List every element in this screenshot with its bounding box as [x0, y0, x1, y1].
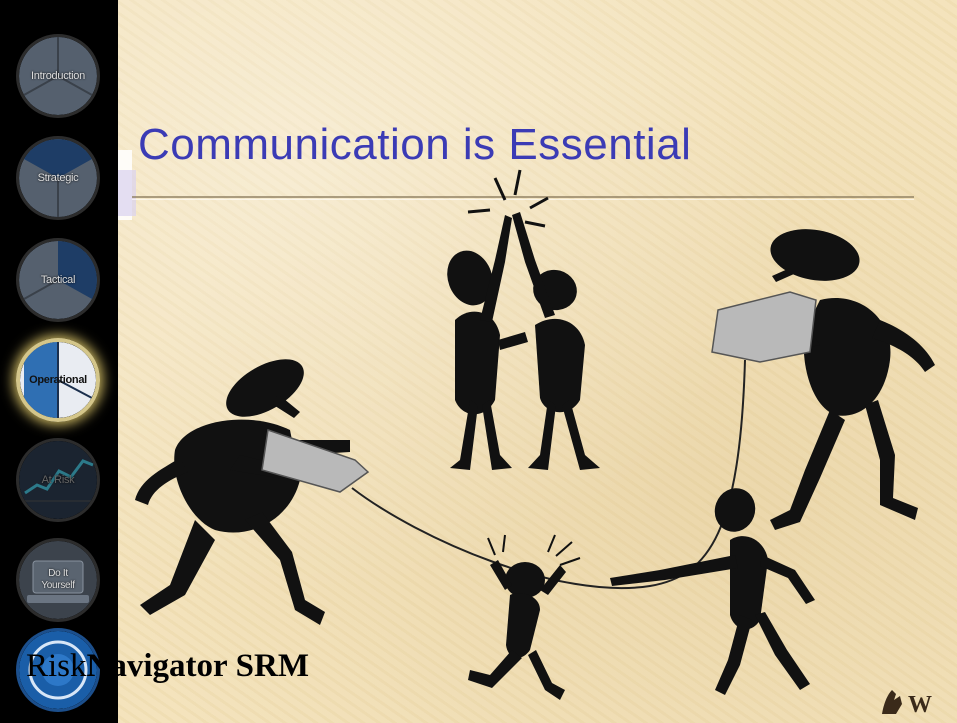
logo-risk-text: Risk — [26, 648, 87, 684]
navigator-compass-icon — [19, 631, 97, 709]
nav-label-strategic: Strategic — [37, 172, 79, 184]
nav-label-tactical: Tactical — [40, 274, 76, 286]
university-emblem-icon: W — [882, 690, 932, 718]
nav-button-tactical[interactable]: Tactical — [16, 238, 100, 322]
slide-title: Communication is Essential — [138, 120, 692, 169]
nav-pie-icon — [19, 37, 97, 115]
nav-label-at-risk: At Risk — [41, 474, 75, 486]
title-accent-bar-shadow — [118, 170, 136, 216]
tin-can-left — [261, 428, 370, 493]
logo-navigator-text: Navigator — [86, 648, 228, 684]
figure-small-screaming — [468, 560, 566, 700]
nav-button-strategic[interactable]: Strategic — [16, 136, 100, 220]
title-underline — [132, 196, 914, 198]
nav-pie-icon — [20, 342, 96, 418]
nav-label-operational: Operational — [29, 374, 87, 386]
title-underline-highlight — [132, 199, 914, 200]
nav-button-do-it-yourself[interactable]: Do It Yourself — [16, 538, 100, 622]
chart-icon — [19, 441, 97, 519]
navigation-sidebar: Introduction Strategic Tactical Operatio… — [0, 0, 118, 723]
logo-srm-text: SRM — [235, 648, 310, 684]
tin-can-right — [711, 291, 817, 363]
figure-high-five — [447, 212, 600, 470]
svg-text:W: W — [908, 692, 932, 718]
figure-right-can — [760, 229, 935, 530]
nav-label-do-it-yourself: Do It Yourself — [41, 568, 75, 591]
nav-pie-icon — [19, 139, 97, 217]
nav-pie-icon — [19, 241, 97, 319]
nav-label-introduction: Introduction — [31, 70, 85, 82]
high-five-burst — [467, 169, 549, 228]
nav-button-at-risk[interactable]: At Risk — [16, 438, 100, 522]
laptop-icon — [19, 541, 97, 619]
nav-button-operational[interactable]: Operational — [16, 338, 100, 422]
figure-pointing — [610, 488, 815, 695]
scream-lines — [487, 534, 581, 566]
nav-button-introduction[interactable]: Introduction — [16, 34, 100, 118]
navigator-home-button[interactable] — [16, 628, 100, 712]
